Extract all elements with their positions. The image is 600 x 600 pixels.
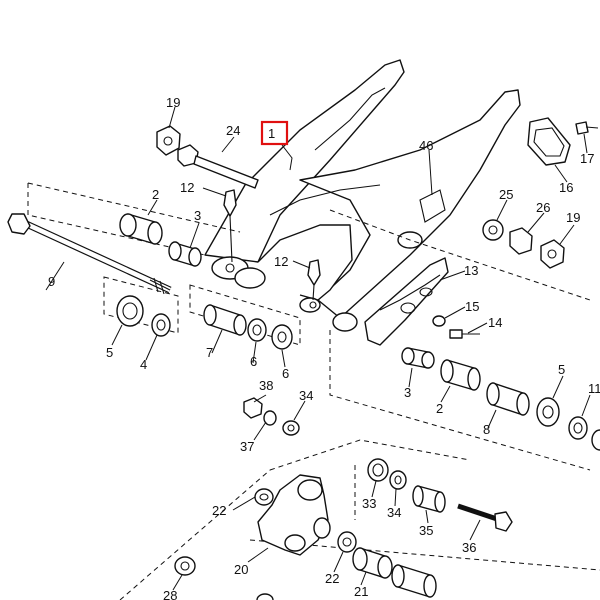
callout-15[interactable]: 15 — [465, 299, 479, 314]
washer-4-left[interactable] — [151, 313, 171, 337]
collar-2-right[interactable] — [440, 359, 481, 391]
callout-46[interactable]: 46 — [419, 138, 433, 153]
callout-33[interactable]: 33 — [362, 496, 376, 511]
nut-19-top[interactable] — [156, 125, 181, 156]
washer-25[interactable] — [482, 219, 504, 241]
oil-seal-5-right[interactable] — [536, 397, 560, 427]
callout-4[interactable]: 4 — [140, 357, 147, 372]
pivot-bolt-9[interactable] — [7, 213, 172, 295]
callout-22-right[interactable]: 22 — [325, 571, 339, 586]
callout-9[interactable]: 9 — [48, 274, 55, 289]
callout-8[interactable]: 8 — [483, 422, 490, 437]
chain-puller-16[interactable] — [527, 117, 571, 166]
nut-38[interactable] — [243, 397, 263, 419]
washer-34[interactable] — [389, 470, 407, 490]
grease-nipple-12-left[interactable] — [223, 189, 237, 263]
callout-38[interactable]: 38 — [259, 378, 273, 393]
callout-2-right[interactable]: 2 — [436, 401, 443, 416]
relay-arm-20[interactable] — [257, 474, 331, 556]
callout-6b[interactable]: 6 — [282, 366, 289, 381]
callout-13[interactable]: 13 — [464, 263, 478, 278]
frame-left-upper — [27, 182, 241, 233]
callout-22-left[interactable]: 22 — [212, 503, 226, 518]
washer-6b[interactable] — [271, 324, 293, 350]
frame-right — [329, 209, 591, 471]
bolt-17[interactable] — [575, 121, 599, 135]
callout-25[interactable]: 25 — [499, 187, 513, 202]
callout-1[interactable]: 1 — [268, 126, 275, 141]
washer-11[interactable] — [568, 416, 588, 440]
highlight-box — [260, 120, 289, 146]
callout-7[interactable]: 7 — [206, 345, 213, 360]
callout-34-upper[interactable]: 34 — [299, 388, 313, 403]
callout-11[interactable]: 11 — [588, 381, 600, 396]
callout-19-right[interactable]: 19 — [566, 210, 580, 225]
bearing-8[interactable] — [486, 382, 530, 416]
washer-edge-right[interactable] — [591, 429, 600, 451]
washer-28[interactable] — [174, 556, 196, 576]
callout-24[interactable]: 24 — [226, 123, 240, 138]
frame-left-lower — [27, 183, 206, 256]
callout-19-top[interactable]: 19 — [166, 95, 180, 110]
chain-guide-13[interactable] — [364, 257, 449, 346]
frame-left-box-b — [189, 284, 301, 346]
callout-20[interactable]: 20 — [234, 562, 248, 577]
collar-lower[interactable] — [391, 564, 437, 598]
callout-6a[interactable]: 6 — [250, 354, 257, 369]
washer-34-top[interactable] — [282, 420, 300, 436]
callout-3-right[interactable]: 3 — [404, 385, 411, 400]
callout-12-right[interactable]: 12 — [274, 254, 288, 269]
swing-arm[interactable] — [204, 59, 521, 332]
bolt-24[interactable] — [177, 144, 259, 189]
callout-3-left[interactable]: 3 — [194, 208, 201, 223]
callout-5-left[interactable]: 5 — [106, 345, 113, 360]
washer-22-right[interactable] — [337, 531, 357, 553]
collar-2-left[interactable] — [119, 213, 163, 245]
bearing-7[interactable] — [203, 304, 247, 336]
nut-26[interactable] — [509, 227, 533, 255]
callout-35[interactable]: 35 — [419, 523, 433, 538]
bearing-33[interactable] — [367, 458, 389, 482]
collar-35[interactable] — [412, 485, 446, 513]
bolt-36[interactable] — [457, 503, 513, 532]
callout-21[interactable]: 21 — [354, 584, 368, 599]
bushing-3-left[interactable] — [168, 241, 202, 267]
washer-15[interactable] — [432, 315, 446, 327]
frame-lower-link — [119, 439, 471, 600]
callout-14[interactable]: 14 — [488, 315, 502, 330]
bushing-3-right[interactable] — [401, 347, 435, 369]
callout-26[interactable]: 26 — [536, 200, 550, 215]
callout-28[interactable]: 28 — [163, 588, 177, 600]
callout-17[interactable]: 17 — [580, 151, 594, 166]
bearing-21[interactable] — [352, 547, 393, 579]
bolt-14[interactable] — [449, 329, 480, 339]
leader-lines — [45, 106, 591, 591]
washer-37[interactable] — [263, 410, 277, 426]
callout-16[interactable]: 16 — [559, 180, 573, 195]
callout-labels: 1 2 3 4 5 6 6 7 8 9 11 12 12 13 14 15 16… — [48, 95, 600, 600]
washer-6a[interactable] — [247, 318, 267, 342]
nut-19-right[interactable] — [540, 239, 565, 269]
callout-2-left[interactable]: 2 — [152, 187, 159, 202]
oil-seal-5-left[interactable] — [116, 295, 144, 327]
callout-12-left[interactable]: 12 — [180, 180, 194, 195]
washer-22-left[interactable] — [254, 488, 274, 506]
callout-36[interactable]: 36 — [462, 540, 476, 555]
frame-left-box-a — [103, 276, 179, 334]
washer-bottom[interactable] — [256, 593, 274, 600]
callout-37[interactable]: 37 — [240, 439, 254, 454]
grease-nipple-12-right[interactable] — [307, 259, 321, 301]
callout-5-right[interactable]: 5 — [558, 362, 565, 377]
callout-34-lower[interactable]: 34 — [387, 505, 401, 520]
